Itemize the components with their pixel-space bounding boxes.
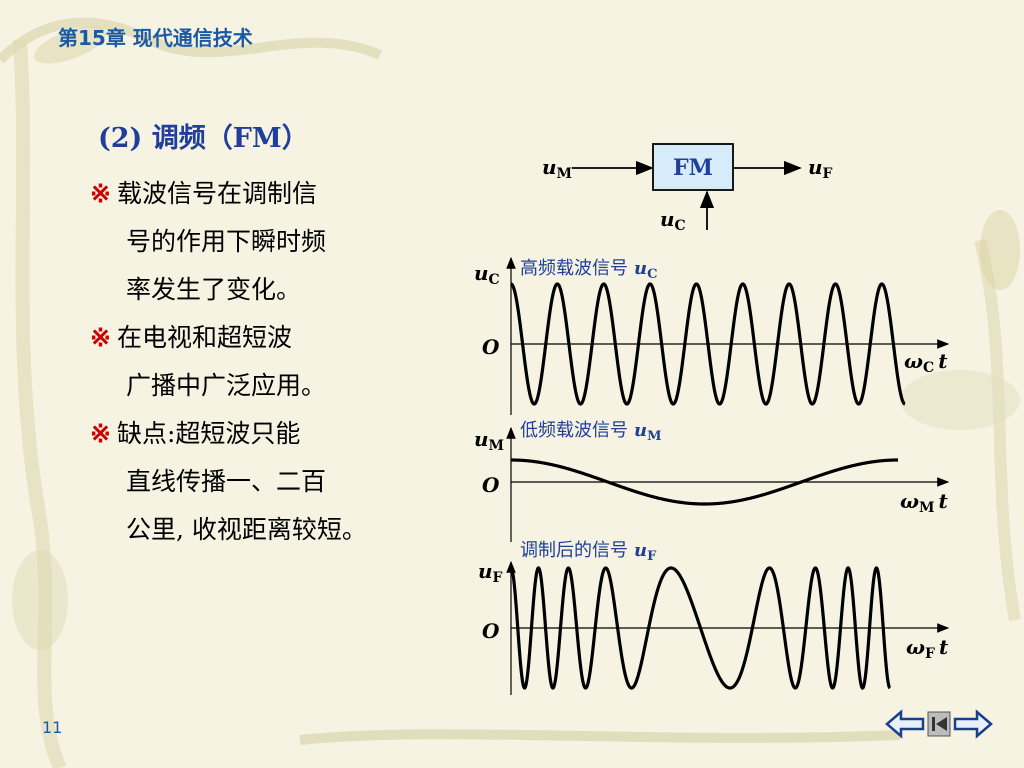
fm-wave xyxy=(510,566,891,690)
section-title: (2) 调频（FM） xyxy=(98,123,309,154)
bullet-text: 缺点:超短波只能 xyxy=(116,419,301,448)
bullet-text: 在电视和超短波 xyxy=(116,323,292,352)
reference-mark-icon: ※ xyxy=(90,179,111,208)
bullet-text: 号的作用下瞬时频 xyxy=(126,227,327,256)
bullet-text: 公里, 收视距离较短。 xyxy=(126,515,367,544)
reference-mark-icon: ※ xyxy=(90,419,111,448)
bullet-item: ※缺点:超短波只能 直线传播一、二百 公里, 收视距离较短。 xyxy=(90,410,450,554)
reference-mark-icon: ※ xyxy=(90,323,111,352)
origin-label: O xyxy=(482,619,500,643)
slide-navigation xyxy=(885,708,993,744)
bullet-list: ※载波信号在调制信 号的作用下瞬时频 率发生了变化。 ※在电视和超短波 广播中广… xyxy=(90,170,450,554)
y-axis-label: uF xyxy=(478,559,503,586)
modulating-wave xyxy=(511,458,898,506)
forward-arrow-icon[interactable] xyxy=(953,708,993,740)
origin-label: O xyxy=(482,335,500,359)
fm-modulator-block xyxy=(652,143,734,191)
origin-label: O xyxy=(482,473,500,497)
fm-block-label: FM xyxy=(673,155,713,181)
chapter-title: 第15章 现代通信技术 xyxy=(58,26,253,50)
bullet-item: ※载波信号在调制信 号的作用下瞬时频 率发生了变化。 xyxy=(90,170,450,314)
fm-block-diagram: uM FM uF uC xyxy=(542,143,833,234)
back-arrow-icon[interactable] xyxy=(885,708,925,740)
carrier-label: uC xyxy=(660,207,686,234)
y-axis-label: uC xyxy=(474,261,500,288)
bullet-text: 率发生了变化。 xyxy=(126,275,302,304)
bullet-text: 载波信号在调制信 xyxy=(116,179,317,208)
bullet-text: 广播中广泛应用。 xyxy=(126,371,327,400)
home-icon[interactable] xyxy=(927,708,951,740)
y-axis-label: uM xyxy=(474,427,504,454)
input-label: uM xyxy=(542,155,572,182)
bullet-text: 直线传播一、二百 xyxy=(126,467,327,496)
page-number: 11 xyxy=(42,718,63,737)
output-label: uF xyxy=(808,155,833,182)
bullet-item: ※在电视和超短波 广播中广泛应用。 xyxy=(90,314,450,410)
carrier-wave xyxy=(510,282,906,406)
